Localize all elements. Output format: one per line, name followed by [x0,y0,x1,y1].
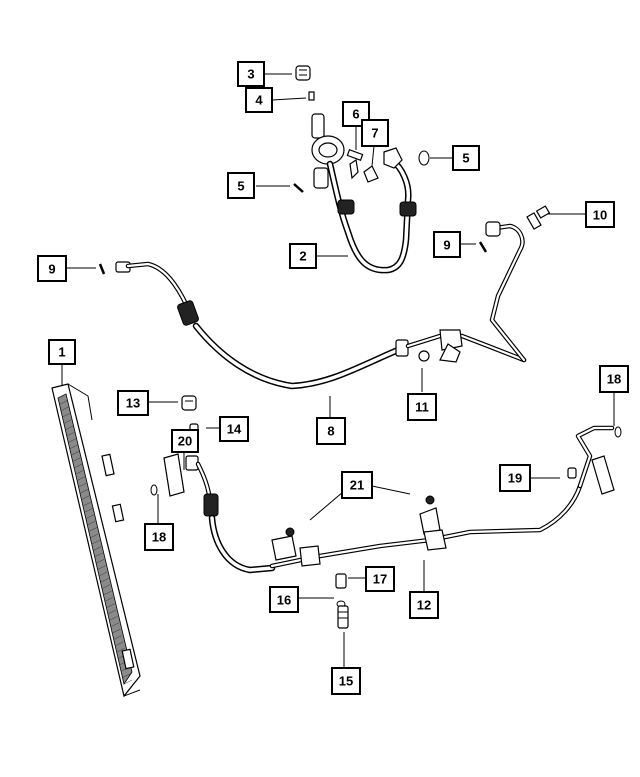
callout-13-label: 13 [126,396,140,411]
condenser-fin [88,527,97,532]
callout-20: 20 [171,429,199,453]
condenser-fin [66,431,75,437]
callout-7: 7 [361,119,389,147]
condenser-fin [68,438,77,443]
condenser [51,383,141,698]
callout-19-label: 19 [508,471,522,486]
condenser-fin [94,552,103,558]
callout-15: 15 [331,667,361,695]
condenser-fin [107,609,116,615]
suction-discharge-hose-assembly [295,65,417,274]
condenser-fin [97,565,106,570]
condenser-fin [69,444,78,450]
leader-lines [61,73,615,668]
callout-9-left-label: 9 [48,262,55,277]
callout-12: 12 [409,591,439,619]
callout-15-label: 15 [339,674,353,689]
condenser-fin [72,457,81,462]
callout-7-label: 7 [371,126,378,141]
callout-6-label: 6 [352,107,359,122]
callout-10-label: 10 [593,208,607,223]
callout-20-label: 20 [178,434,192,449]
condenser-fin [113,635,122,640]
condenser-fin [85,514,94,519]
condenser-fin [82,501,92,507]
callout-5-right: 5 [452,145,480,171]
condenser-fin [59,400,68,405]
callout-14-label: 14 [227,422,242,437]
callout-1-label: 1 [58,345,65,360]
condenser-fin [79,489,89,494]
callout-9-right: 9 [433,231,461,258]
callout-9-right-label: 9 [443,238,450,253]
callout-21-label: 21 [350,478,364,493]
condenser-fin [76,476,86,481]
callout-11: 11 [407,393,437,421]
callout-12-label: 12 [417,598,431,613]
condenser-fin [71,450,80,456]
callout-18-left-label: 18 [152,530,166,545]
condenser-fin [101,584,111,589]
callout-14: 14 [219,416,249,442]
callout-4: 4 [245,87,273,113]
callout-5-left-label: 5 [237,179,244,194]
condenser-fin [122,673,131,678]
condenser-fin [96,559,105,564]
condenser-fin [84,508,93,513]
callout-2: 2 [289,243,317,269]
condenser-fin [57,393,67,399]
callout-3-label: 3 [247,67,254,82]
callout-5-right-label: 5 [462,151,469,166]
condenser-fin [104,597,114,602]
condenser-fin [109,616,118,621]
discharge-line [115,221,527,390]
condenser-fin [60,406,70,411]
small-fasteners [98,150,551,629]
callout-18-left: 18 [144,523,174,551]
condenser-fin [116,647,125,653]
callout-3: 3 [237,61,265,87]
condenser-fin [103,590,112,596]
condenser-fin [87,520,96,526]
callout-21: 21 [341,471,373,499]
callout-4-label: 4 [255,93,263,108]
condenser-fin [65,425,74,431]
callout-17-label: 17 [373,572,387,587]
callout-13: 13 [117,390,149,416]
condenser-fin [106,603,115,608]
condenser-fin [81,495,90,500]
callout-18-right: 18 [599,365,629,393]
condenser-fin [91,539,100,545]
condenser-fin [115,641,124,647]
callout-17: 17 [365,566,395,592]
condenser-fin [98,571,108,577]
condenser-fin [74,463,83,469]
callout-10: 10 [585,201,615,228]
callout-5-left: 5 [227,172,255,199]
callout-11-label: 11 [415,400,429,415]
condenser-fin [100,578,109,583]
condenser-fin [112,628,121,634]
callout-19: 19 [499,464,531,492]
callout-9-left: 9 [37,255,67,282]
condenser-fin [110,622,119,628]
condenser-fin [78,482,87,488]
callout-16: 16 [269,586,299,613]
callout-2-label: 2 [299,249,306,264]
condenser-fin [90,533,99,539]
callout-1: 1 [48,339,76,365]
condenser-fin [63,419,72,424]
callout-18-right-label: 18 [607,372,621,387]
liquid-line [150,423,622,574]
condenser-fin [75,470,84,475]
callout-16-label: 16 [277,593,291,608]
condenser-fin [62,412,71,418]
callout-8: 8 [316,417,346,445]
condenser-fin [93,546,102,551]
condenser-fin [123,679,133,685]
callout-8-label: 8 [327,424,334,439]
